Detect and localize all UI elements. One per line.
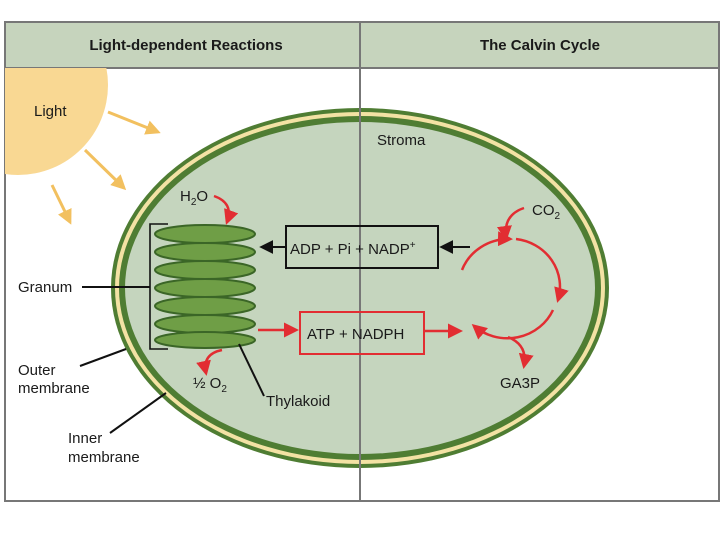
oxygen-label: ½ O2: [193, 375, 227, 395]
inner-membrane-label-2: membrane: [68, 449, 140, 466]
header-right-title: The Calvin Cycle: [480, 37, 600, 54]
outer-membrane-label-2: membrane: [18, 380, 90, 397]
granum-label: Granum: [18, 279, 72, 296]
sun-icon: [5, 68, 108, 175]
stroma-label: Stroma: [377, 132, 426, 149]
granum: [154, 224, 256, 349]
ga3p-label: GA3P: [500, 375, 540, 392]
leader-lines: [79, 286, 265, 434]
water-in-arrow: [213, 194, 239, 225]
inner-membrane-label-1: Inner: [68, 430, 102, 447]
oxygen-out-arrow: [196, 348, 223, 376]
light-label: Light: [34, 103, 67, 120]
header-left-title: Light-dependent Reactions: [89, 37, 282, 54]
thylakoid-label: Thylakoid: [266, 393, 330, 410]
ga3p-out-arrow: [507, 335, 534, 369]
light-ray-arrow-icon: [50, 110, 161, 225]
outer-membrane-label-1: Outer: [18, 362, 56, 379]
thylakoid: [154, 331, 256, 349]
water-label: H2O: [180, 188, 208, 208]
products-box: [299, 311, 425, 355]
header-bar: [4, 21, 720, 69]
reactants-label: ADP + Pi + NADP+: [290, 240, 416, 258]
co2-label: CO2: [532, 202, 561, 222]
products-label: ATP + NADPH: [307, 326, 404, 343]
co2-in-arrow: [497, 206, 525, 241]
